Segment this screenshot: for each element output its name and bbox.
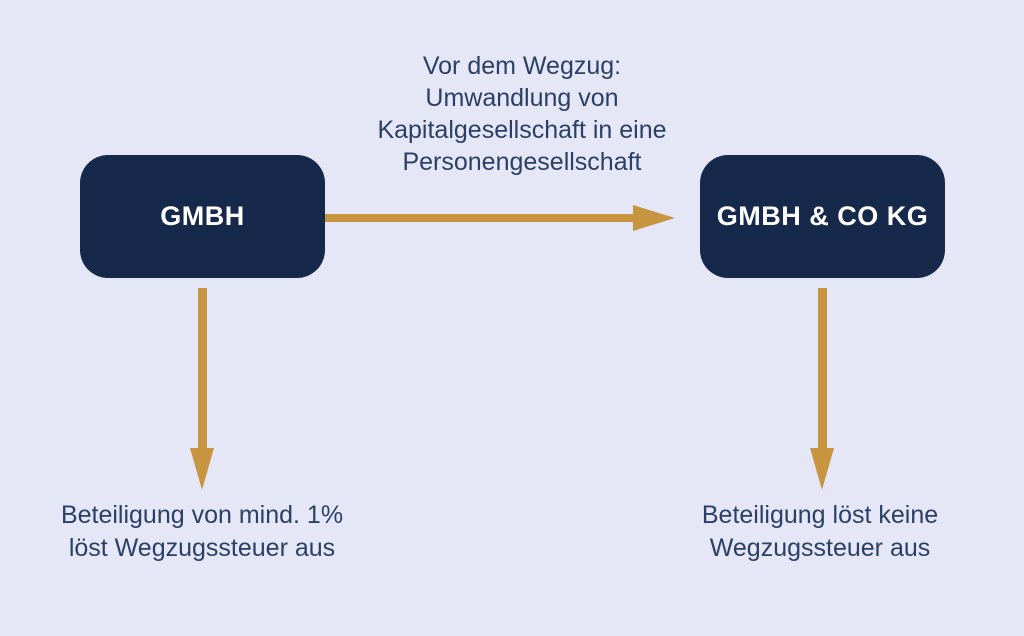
right-arrow-icon	[633, 205, 675, 231]
node-gmbh: GMBH	[80, 155, 325, 278]
node-gmbh-co-kg: GMBH & CO KG	[700, 155, 945, 278]
node-gmbh-co-kg-label: GMBH & CO KG	[716, 201, 929, 231]
caption-gmbh-co-kg: Beteiligung löst keine Wegzugssteuer aus	[701, 501, 939, 562]
node-gmbh-label: GMBH	[160, 201, 245, 231]
right-arrow-shaft	[325, 214, 635, 222]
caption-gmbh: Beteiligung von mind. 1% löst Wegzugsste…	[60, 501, 344, 562]
down-arrow-left-icon	[190, 448, 214, 490]
down-arrow-left-shaft	[198, 288, 207, 450]
down-arrow-right-shaft	[818, 288, 827, 450]
down-arrow-right-icon	[810, 448, 834, 490]
conversion-annotation: Vor dem Wegzug: Umwandlung von Kapitalge…	[377, 52, 667, 176]
